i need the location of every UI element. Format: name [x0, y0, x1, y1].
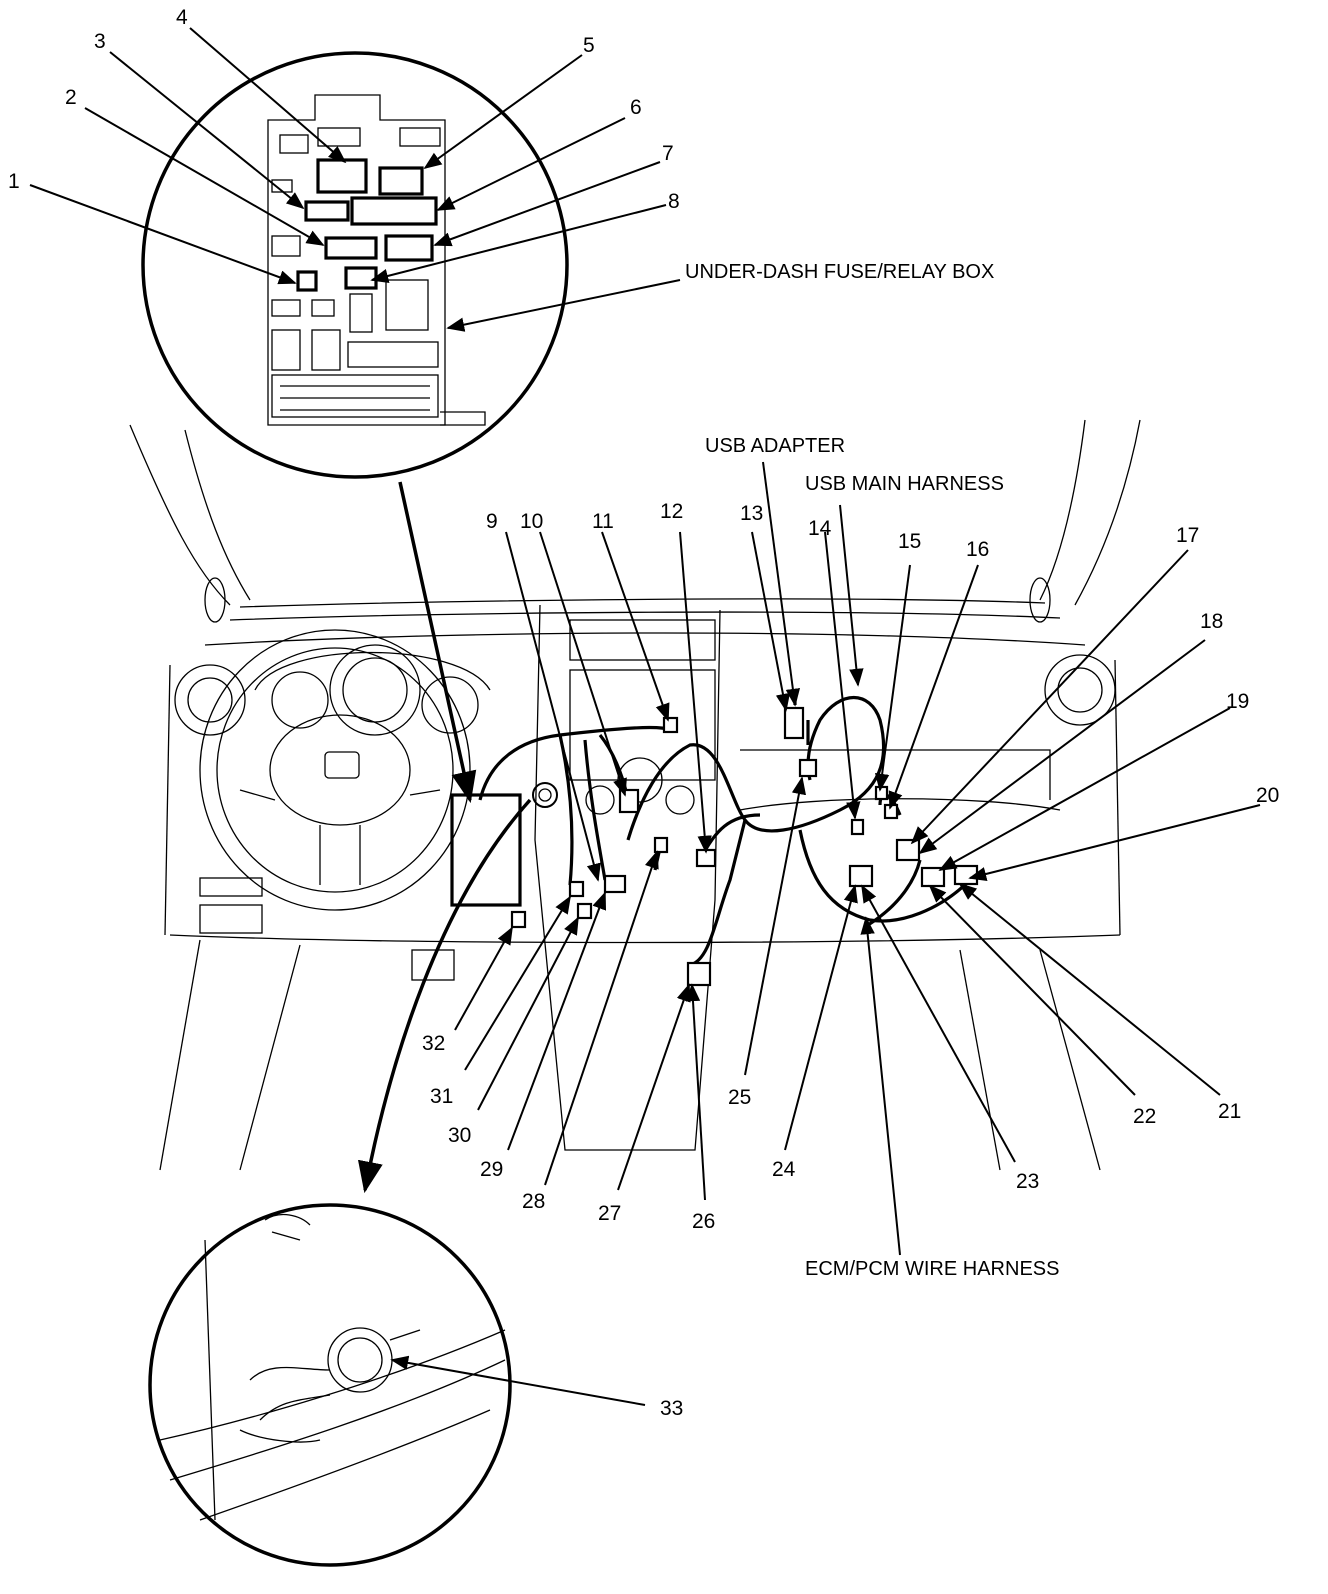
caption-ecm-pcm-harness: ECM/PCM WIRE HARNESS [805, 1258, 1059, 1280]
callout-3: 3 [94, 30, 106, 53]
callout-2: 2 [65, 86, 77, 109]
callout-12: 12 [660, 500, 683, 523]
callout-7: 7 [662, 142, 674, 165]
callout-19: 19 [1226, 690, 1249, 713]
callout-29: 29 [480, 1158, 503, 1181]
captions: UNDER-DASH FUSE/RELAY BOX USB ADAPTER US… [685, 261, 1059, 1280]
callout-16: 16 [966, 538, 989, 561]
callout-22: 22 [1133, 1105, 1156, 1128]
leader-lines [29, 27, 1261, 1406]
callout-27: 27 [598, 1202, 621, 1225]
callout-15: 15 [898, 530, 921, 553]
callout-25: 25 [728, 1086, 751, 1109]
callout-23: 23 [1016, 1170, 1039, 1193]
callout-30: 30 [448, 1124, 471, 1147]
callout-4: 4 [176, 6, 188, 29]
callout-20: 20 [1256, 784, 1279, 807]
callout-32: 32 [422, 1032, 445, 1055]
callout-11: 11 [592, 510, 614, 533]
callout-8: 8 [668, 190, 680, 213]
callout-14: 14 [808, 517, 832, 540]
callout-9: 9 [486, 510, 498, 533]
callout-26: 26 [692, 1210, 715, 1233]
callout-24: 24 [772, 1158, 796, 1181]
callout-labels: 1 2 3 4 5 6 7 8 9 10 11 12 13 14 15 16 1… [8, 6, 1279, 1420]
caption-fuse-relay-box: UNDER-DASH FUSE/RELAY BOX [685, 261, 994, 283]
caption-usb-main-harness: USB MAIN HARNESS [805, 473, 1004, 495]
callout-18: 18 [1200, 610, 1223, 633]
callout-6: 6 [630, 96, 642, 119]
callout-17: 17 [1176, 524, 1199, 547]
callout-28: 28 [522, 1190, 545, 1213]
fuse-box-detail [141, 51, 569, 479]
callout-1: 1 [8, 170, 20, 193]
caption-usb-adapter: USB ADAPTER [705, 435, 845, 457]
callout-13: 13 [740, 502, 763, 525]
callout-31: 31 [430, 1085, 453, 1108]
callout-10: 10 [520, 510, 543, 533]
callout-5: 5 [583, 34, 595, 57]
callout-33: 33 [660, 1397, 683, 1420]
callout-21: 21 [1218, 1100, 1241, 1123]
steering-column-detail [148, 1203, 512, 1567]
connector-symbols [510, 706, 979, 987]
